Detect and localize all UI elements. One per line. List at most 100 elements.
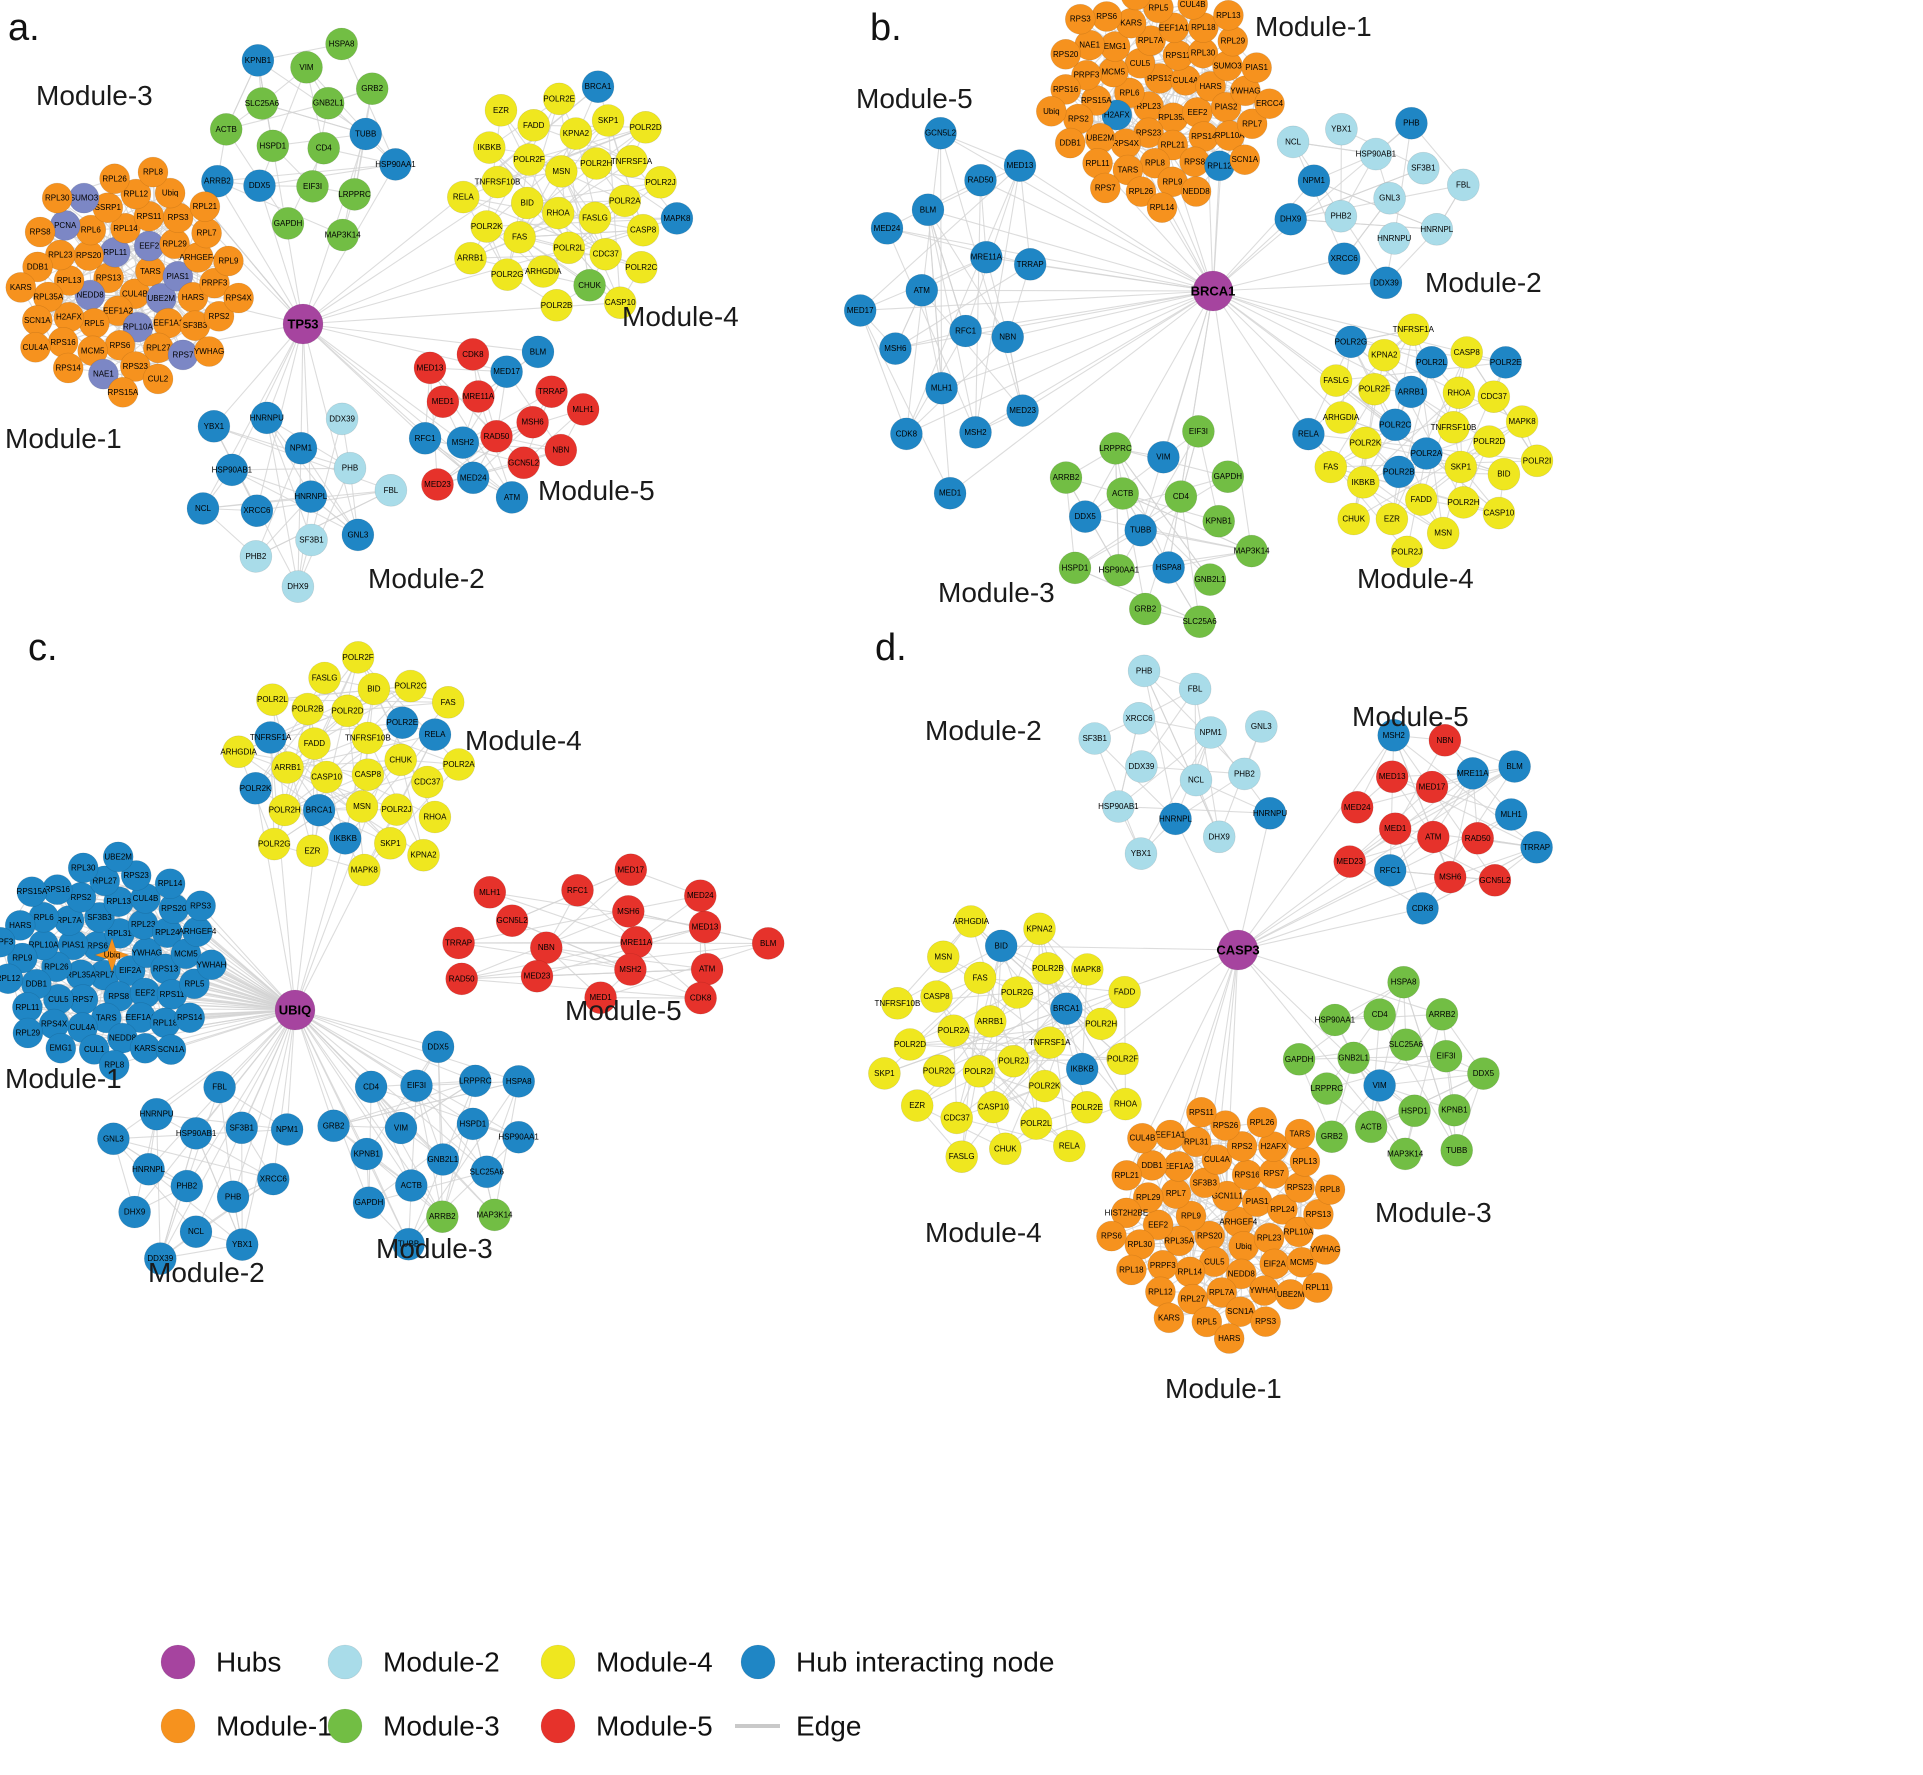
node-DDX5[interactable] <box>421 1030 455 1064</box>
node-EIF3I[interactable] <box>1429 1039 1463 1073</box>
node-MED13[interactable] <box>1375 760 1409 794</box>
node-RPS16[interactable] <box>1231 1159 1263 1191</box>
node-CHUK[interactable] <box>988 1132 1022 1166</box>
node-POLR2K[interactable] <box>239 771 272 805</box>
node-RPL5[interactable] <box>79 307 110 339</box>
node-HSPA8[interactable] <box>1387 965 1420 999</box>
node-GRB2[interactable] <box>355 72 389 105</box>
node-POLR2I[interactable] <box>1520 444 1554 478</box>
node-VIM[interactable] <box>1363 1069 1396 1102</box>
node-POLR2A[interactable] <box>937 1014 970 1047</box>
node-SCN1A[interactable] <box>21 305 53 336</box>
node-Ubiq[interactable] <box>1036 96 1067 127</box>
node-IKBKB[interactable] <box>328 822 362 855</box>
node-RPL30[interactable] <box>67 852 99 884</box>
node-FASLG[interactable] <box>1319 364 1353 397</box>
node-CDC37[interactable] <box>410 765 444 799</box>
node-POLR2E[interactable] <box>1489 346 1522 379</box>
node-MAP3K14[interactable] <box>1235 534 1268 568</box>
node-BRCA1[interactable] <box>302 793 336 827</box>
node-MED24[interactable] <box>456 461 490 495</box>
node-MED23[interactable] <box>1333 845 1366 878</box>
node-RPL7[interactable] <box>1160 1178 1192 1209</box>
node-KPNA2[interactable] <box>1368 338 1401 372</box>
node-SLC25A6[interactable] <box>1183 605 1216 639</box>
node-RPL9[interactable] <box>1175 1200 1207 1232</box>
node-POLR2H[interactable] <box>579 147 613 180</box>
node-RPS16[interactable] <box>47 326 79 358</box>
node-RPL14[interactable] <box>1146 192 1178 223</box>
node-PHB[interactable] <box>1127 654 1161 688</box>
node-HARS[interactable] <box>1213 1323 1245 1354</box>
node-CUL2[interactable] <box>142 363 174 395</box>
node-MED24[interactable] <box>870 212 904 245</box>
node-MAPK8[interactable] <box>347 853 381 887</box>
node-RAD50[interactable] <box>480 419 513 453</box>
node-TRRAP[interactable] <box>442 926 475 960</box>
node-MRE11A[interactable] <box>620 925 653 959</box>
node-PHB[interactable] <box>1395 106 1428 140</box>
node-SLC25A6[interactable] <box>470 1155 504 1189</box>
node-CD4[interactable] <box>354 1070 388 1104</box>
node-RPS16[interactable] <box>1050 74 1081 105</box>
node-PHB2[interactable] <box>170 1169 204 1203</box>
node-EEF2[interactable] <box>1142 1209 1174 1241</box>
node-UBE2M[interactable] <box>102 841 134 873</box>
node-FASLG[interactable] <box>945 1140 979 1173</box>
node-GNL3[interactable] <box>1245 710 1278 743</box>
node-CDC37[interactable] <box>589 237 623 271</box>
node-POLR2F[interactable] <box>512 143 546 176</box>
node-CUL4B[interactable] <box>1177 0 1208 20</box>
node-BLM[interactable] <box>521 335 555 369</box>
node-HNRNPU[interactable] <box>1253 796 1287 830</box>
node-YBX1[interactable] <box>1325 112 1358 146</box>
node-RPL9[interactable] <box>213 245 244 277</box>
node-SUMO3[interactable] <box>68 182 100 214</box>
node-PRPF3[interactable] <box>0 926 16 958</box>
hub-TP53[interactable] <box>282 303 324 345</box>
node-MRE11A[interactable] <box>1456 757 1490 790</box>
node-POLR2K[interactable] <box>1028 1069 1061 1103</box>
node-GAPDH[interactable] <box>352 1186 386 1219</box>
node-MLH1[interactable] <box>925 371 958 405</box>
node-HNRNPL[interactable] <box>1420 213 1454 246</box>
node-XRCC6[interactable] <box>256 1162 290 1196</box>
node-CASP8[interactable] <box>1450 336 1483 369</box>
node-GNB2L1[interactable] <box>1193 563 1227 596</box>
node-ERCC4[interactable] <box>1254 88 1285 119</box>
node-KPNB1[interactable] <box>1438 1093 1471 1127</box>
node-LRPPRC[interactable] <box>1099 432 1132 465</box>
node-YBX1[interactable] <box>225 1228 259 1261</box>
node-PRPF3[interactable] <box>199 267 230 299</box>
node-GRB2[interactable] <box>1315 1120 1349 1153</box>
node-FBL[interactable] <box>1447 168 1480 202</box>
hub-UBIQ[interactable] <box>274 989 316 1031</box>
node-XRCC6[interactable] <box>1122 701 1156 735</box>
node-MAP3K14[interactable] <box>1388 1137 1422 1171</box>
node-Ubiq[interactable] <box>154 177 186 209</box>
node-MSN[interactable] <box>926 940 960 974</box>
node-RPS14[interactable] <box>174 1002 205 1034</box>
node-HARS[interactable] <box>4 910 36 941</box>
node-RHOA[interactable] <box>1109 1087 1142 1121</box>
node-CASP8[interactable] <box>626 213 660 247</box>
node-POLR2F[interactable] <box>341 641 375 674</box>
node-CASP10[interactable] <box>603 286 637 320</box>
node-LRPPRC[interactable] <box>458 1064 492 1098</box>
node-HSP90AA1[interactable] <box>1318 1003 1352 1037</box>
node-DHX9[interactable] <box>281 570 315 603</box>
node-POLR2D[interactable] <box>893 1028 927 1061</box>
node-RPL7A[interactable] <box>1206 1277 1237 1308</box>
hub-BRCA1[interactable] <box>1192 270 1234 312</box>
node-PHB2[interactable] <box>1228 757 1261 791</box>
node-LRPPRC[interactable] <box>338 178 371 211</box>
node-YBX1[interactable] <box>1124 837 1158 870</box>
node-RPS4X[interactable] <box>223 282 254 314</box>
node-MAPK8[interactable] <box>1505 405 1539 438</box>
node-FADD[interactable] <box>517 109 551 142</box>
node-POLR2K[interactable] <box>470 210 504 243</box>
node-BLM[interactable] <box>751 927 785 960</box>
node-HSPD1[interactable] <box>1398 1094 1431 1128</box>
node-RPS11[interactable] <box>1186 1097 1217 1128</box>
node-KARS[interactable] <box>129 1033 161 1064</box>
